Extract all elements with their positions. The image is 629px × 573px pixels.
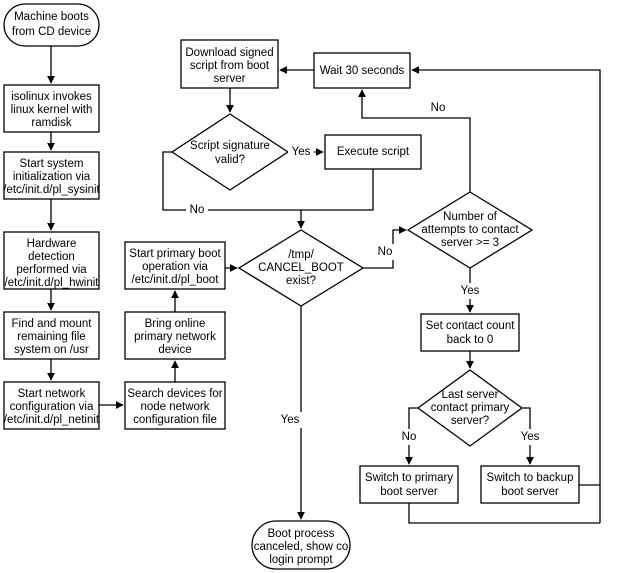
node-hw-detection-line-1: Hardware [27,238,77,250]
node-attempts-line-2: attempts to contact [421,224,519,236]
node-boot-canceled-line-3: login prompt [269,554,333,566]
node-hw-detection-line-2: detection [28,251,75,263]
node-download-script-line-1: Download signed [185,47,273,59]
node-find-mount-line-3: system on /usr [14,344,89,356]
node-attempts[interactable]: Number of attempts to contact server >= … [406,191,534,269]
node-find-mount-line-2: remaining file [17,331,85,343]
node-bring-online-line-1: Bring online [145,318,206,330]
node-switch-backup-line-2: boot server [501,486,559,498]
node-attempts-line-3: server >= 3 [441,237,499,249]
node-switch-primary[interactable]: Switch to primary boot server [359,465,459,504]
edge-lastserver-yes-to-switchbackup [522,407,534,465]
node-isolinux-line-2: linux kernel with [11,104,93,116]
node-find-mount[interactable]: Find and mount remaining file system on … [3,311,100,360]
node-cancel-boot-line-3: exist? [286,275,316,287]
edge-switchprimary-to-returnline [408,503,600,524]
node-bring-online-line-3: device [158,344,191,356]
node-attempts-line-1: Number of [443,211,497,223]
node-hw-detection[interactable]: Hardware detection performed via /etc/in… [3,231,100,290]
node-start-primary-boot-line-2: operation via [142,261,208,273]
node-last-server-primary[interactable]: Last server contact primary server? [416,369,524,447]
node-search-devices-line-1: Search devices for [127,388,222,400]
node-hw-detection-line-4: /etc/init.d/pl_hwinit [5,277,100,289]
node-download-script-line-2: script from boot [190,60,270,72]
node-script-signature[interactable]: Script signature valid? [170,113,290,191]
node-script-signature-line-2: valid? [215,154,245,166]
node-start-sysinit-line-3: /etc/init.d/pl_sysinit [3,184,100,196]
node-set-contact-count-line-2: back to 0 [447,334,494,346]
node-bring-online[interactable]: Bring online primary network device [124,311,226,360]
node-boot-canceled[interactable]: Boot process canceled, show co login pro… [251,520,351,570]
node-start-network-line-1: Start network [18,388,86,400]
node-boot-canceled-line-2: canceled, show co [254,541,349,553]
node-download-script[interactable]: Download signed script from boot server [180,39,279,89]
node-last-server-primary-line-1: Last server [442,389,499,401]
node-execute-script[interactable]: Execute script [324,134,422,170]
node-boot-canceled-line-1: Boot process [267,528,334,540]
node-set-contact-count[interactable]: Set contact count back to 0 [420,313,520,352]
node-start-network-line-2: configuration via [10,401,94,413]
node-start-network-line-3: /etc/init.d/pl_netinit [4,414,100,426]
edge-returnline-to-wait [411,66,601,523]
node-search-devices-line-3: configuration file [133,414,217,426]
edge-label-lastserver-yes: Yes [521,431,540,443]
edge-label-signature-yes: Yes [292,146,311,158]
node-wait-30-line-1: Wait 30 seconds [320,65,405,77]
edge-attempts-no-to-wait [358,89,471,192]
node-cancel-boot-line-2: CANCEL_BOOT [258,262,344,274]
node-isolinux-line-1: isolinux invokes [11,91,92,103]
node-start-sysinit-line-2: initialization via [13,171,91,183]
node-wait-30[interactable]: Wait 30 seconds [313,52,411,89]
node-switch-primary-line-1: Switch to primary [365,472,453,484]
node-machine-boots-line-2: from CD device [12,26,91,38]
edge-signature-no-to-trunk [162,151,301,211]
edge-label-lastserver-no: No [402,431,417,443]
node-cancel-boot-line-1: /tmp/ [288,249,314,261]
node-cancel-boot[interactable]: /tmp/ CANCEL_BOOT exist? [237,229,365,307]
edge-label-attempts-no: No [431,102,446,114]
node-bring-online-line-2: primary network [134,331,216,343]
node-execute-script-line-1: Execute script [337,146,410,158]
nodes: Machine boots from CD device isolinux in… [3,3,580,570]
edge-label-attempts-yes: Yes [461,285,480,297]
edge-label-signature-no: No [190,204,205,216]
node-last-server-primary-line-3: server? [451,415,489,427]
node-download-script-line-3: server [214,73,246,85]
node-search-devices-line-2: node network [140,401,209,413]
node-start-primary-boot-line-1: Start primary boot [129,248,221,260]
node-last-server-primary-line-2: contact primary [431,402,510,414]
node-search-devices[interactable]: Search devices for node network configur… [124,381,226,430]
node-machine-boots-line-1: Machine boots [14,11,89,23]
node-start-primary-boot[interactable]: Start primary boot operation via /etc/in… [124,241,226,290]
node-switch-primary-line-2: boot server [380,486,438,498]
node-machine-boots[interactable]: Machine boots from CD device [3,3,100,47]
edge-labels: Yes No No Yes Yes No No Yes [186,100,543,445]
node-start-sysinit-line-1: Start system [20,158,84,170]
node-start-network[interactable]: Start network configuration via /etc/ini… [3,381,100,430]
node-script-signature-line-1: Script signature [190,140,270,152]
node-switch-backup-line-1: Switch to backup [487,472,574,484]
node-start-sysinit[interactable]: Start system initialization via /etc/ini… [3,151,101,200]
edge-label-cancelboot-yes: Yes [281,414,300,426]
node-set-contact-count-line-1: Set contact count [426,320,516,332]
node-start-primary-boot-line-3: /etc/init.d/pl_boot [132,274,220,286]
edge-lastserver-no-to-switchprimary [405,407,418,465]
node-isolinux-line-3: ramdisk [31,117,72,129]
node-find-mount-line-1: Find and mount [12,318,93,330]
node-switch-backup[interactable]: Switch to backup boot server [480,465,580,504]
node-hw-detection-line-3: performed via [16,264,87,276]
node-isolinux[interactable]: isolinux invokes linux kernel with ramdi… [3,84,100,133]
edge-execute-to-trunk [301,169,374,211]
edge-label-cancelboot-no: No [378,246,393,258]
